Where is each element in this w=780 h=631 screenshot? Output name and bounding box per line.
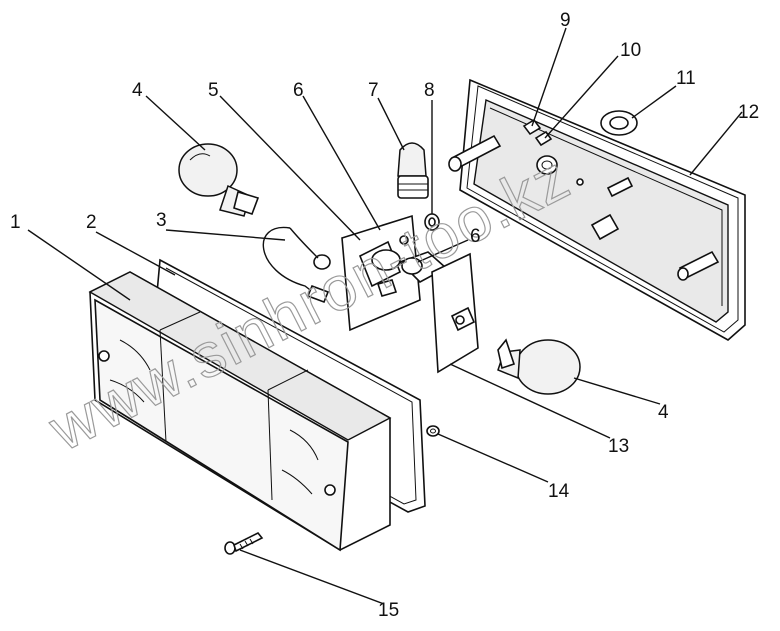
label-1: 1: [10, 212, 21, 233]
label-15: 15: [378, 600, 399, 621]
label-2: 2: [86, 212, 97, 233]
bulb-right: [497, 338, 581, 395]
nut: [426, 425, 440, 437]
label-11: 11: [676, 68, 696, 89]
label-10: 10: [620, 40, 641, 61]
small-nut: [424, 213, 440, 231]
bulb-left: [178, 143, 260, 217]
label-3: 3: [156, 210, 167, 231]
label-5: 5: [208, 80, 219, 101]
small-bulb: [397, 142, 429, 199]
label-9: 9: [560, 10, 571, 31]
label-4-bulb-right: 4: [658, 402, 669, 423]
part-labels: 1 2 3 4 4 5 6 6 7 8 9 10 11 12 13 14 15: [10, 10, 759, 621]
bulb-holder-plate: [341, 214, 448, 332]
lens: [88, 271, 392, 552]
label-7: 7: [368, 80, 379, 101]
rear-housing: [448, 78, 746, 341]
label-6-right: 6: [470, 226, 481, 247]
grommet: [600, 110, 638, 136]
contact-plate: [431, 252, 479, 374]
screw: [224, 531, 264, 555]
label-14: 14: [548, 481, 570, 502]
label-12: 12: [738, 102, 759, 123]
leader-lines: [27, 27, 743, 605]
ground-wire: [262, 226, 331, 304]
label-6-top: 6: [293, 80, 304, 101]
label-13: 13: [608, 436, 629, 457]
label-4-bulb-left: 4: [132, 80, 143, 101]
label-8: 8: [424, 80, 435, 101]
